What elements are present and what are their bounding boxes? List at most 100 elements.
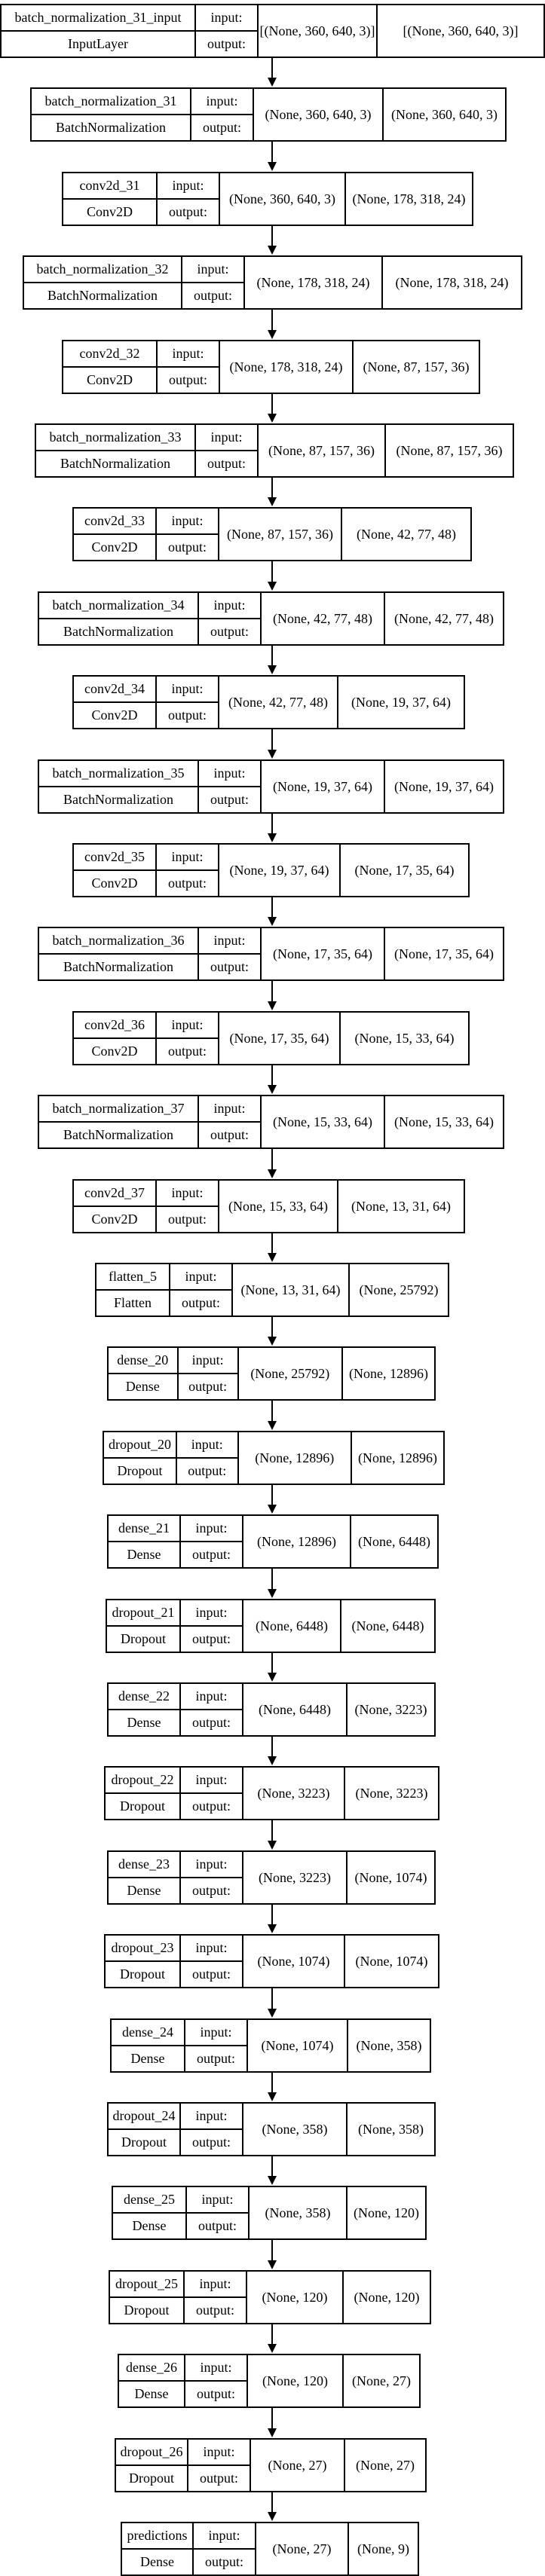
layer-title-cell: batch_normalization_34 BatchNormalizatio… [39,593,199,644]
layer-node-dropout_20: dropout_20 Dropout input: output: (None,… [103,1431,445,1485]
layer-type: BatchNormalization [39,1121,197,1147]
layer-name: dropout_21 [112,1605,175,1620]
input-shape: (None, 25792) [239,1348,344,1399]
layer-title-cell: dropout_23 Dropout [106,1936,181,1987]
output-label: output: [191,114,253,140]
input-shape: (None, 15, 33, 64) [219,1181,338,1232]
layer-node-conv2d_34: conv2d_34 Conv2D input: output: (None, 4… [72,675,465,729]
input-label: input: [195,1605,228,1620]
edge-arrowhead [268,330,277,339]
input-label: input: [171,849,204,864]
layer-node-batch_normalization_37: batch_normalization_37 BatchNormalizatio… [38,1095,504,1149]
layer-type: BatchNormalization [39,786,197,812]
output-shape: (None, 15, 33, 64) [354,1030,455,1046]
input-label: input: [201,2192,234,2207]
layer-node-dense_23: dense_23 Dense input: output: (None, 322… [107,1850,436,1905]
edge-arrowhead [268,833,277,842]
io-label-cell: input: output: [177,1432,239,1484]
layer-type: Dropout [109,2128,179,2155]
input-label: input: [210,429,243,445]
input-shape: (None, 120) [248,2355,344,2406]
input-shape: (None, 42, 77, 48) [262,593,385,644]
edge-arrowhead [268,1421,277,1430]
layer-node-dropout_24: dropout_24 Dropout input: output: (None,… [107,2102,436,2156]
input-label: input: [195,1940,228,1955]
layer-name: conv2d_33 [84,513,145,528]
output-label: output: [199,1121,260,1147]
input-shape: (None, 178, 318, 24) [245,257,383,308]
edge-arrowhead [268,2344,277,2353]
output-shape: (None, 360, 640, 3) [391,106,498,122]
io-label-cell: input: output: [158,341,220,393]
input-shape: (None, 13, 31, 64) [233,1264,350,1316]
layer-title-cell: dropout_21 Dropout [107,1600,181,1652]
io-label-cell: input: output: [191,89,254,140]
input-label: input: [203,2444,235,2459]
layer-type: Dense [113,2212,185,2238]
output-shape: (None, 120) [354,2205,419,2220]
output-shape: (None, 13, 31, 64) [351,1198,451,1214]
input-label: input: [200,2024,232,2040]
input-shape: (None, 27) [256,2523,349,2574]
layer-title-cell: dense_20 Dense [109,1348,179,1399]
input-label: input: [171,513,204,528]
input-label: input: [195,1856,228,1872]
layer-type: BatchNormalization [39,953,197,979]
layer-title-cell: dense_25 Dense [113,2187,187,2238]
layer-title-cell: batch_normalization_36 BatchNormalizatio… [39,928,199,979]
output-label: output: [185,2296,246,2323]
output-label: output: [199,953,260,979]
input-label: input: [195,1520,228,1536]
layer-title-cell: batch_normalization_35 BatchNormalizatio… [39,761,199,812]
input-shape: (None, 360, 640, 3) [220,173,346,225]
layer-node-dense_20: dense_20 Dense input: output: (None, 257… [107,1346,436,1401]
io-label-cell: input: output: [182,257,245,308]
output-shape: (None, 9) [357,2541,409,2556]
io-label-cell: input: output: [199,1096,262,1147]
edge-arrowhead [268,1673,277,1682]
layer-title-cell: dense_22 Dense [109,1684,181,1735]
layer-type: Dense [109,1373,177,1399]
io-label-cell: input: output: [181,1852,243,1903]
layer-title-cell: dense_24 Dense [112,2020,185,2071]
input-shape: (None, 3223) [243,1852,348,1903]
input-label: input: [200,2360,232,2375]
input-shape: [(None, 360, 640, 3)] [259,5,378,57]
layer-title-cell: dropout_26 Dropout [116,2440,188,2491]
io-label-cell: input: output: [199,593,262,644]
io-label-cell: input: output: [187,2187,250,2238]
output-label: output: [199,618,260,644]
layer-title-cell: conv2d_35 Conv2D [74,845,157,896]
output-label: output: [196,450,257,476]
layer-node-conv2d_36: conv2d_36 Conv2D input: output: (None, 1… [72,1011,470,1065]
layer-name: dropout_20 [109,1437,171,1452]
layer-name: dropout_22 [111,1772,174,1787]
layer-node-dense_22: dense_22 Dense input: output: (None, 644… [107,1682,436,1737]
layer-node-batch_normalization_34: batch_normalization_34 BatchNormalizatio… [38,591,504,646]
output-label: output: [178,1373,237,1399]
io-label-cell: input: output: [181,1600,243,1652]
input-shape: (None, 6448) [243,1684,348,1735]
io-label-cell: input: output: [181,1936,243,1987]
output-label: output: [157,1037,218,1064]
output-shape: (None, 3223) [354,1701,427,1717]
input-shape: (None, 1074) [248,2020,348,2071]
input-shape: (None, 1074) [243,1936,345,1987]
edge-arrowhead [268,665,277,674]
layer-name: batch_normalization_31_input [14,10,182,25]
output-shape: [(None, 360, 640, 3)] [403,23,519,38]
output-shape: (None, 42, 77, 48) [394,610,494,626]
edge-arrowhead [268,1253,277,1262]
layer-node-batch_normalization_35: batch_normalization_35 BatchNormalizatio… [38,759,504,814]
input-shape: (None, 358) [243,2104,348,2155]
layer-name: predictions [127,2528,188,2543]
output-label: output: [185,2045,246,2071]
edge-arrowhead [268,1924,277,1933]
layer-node-conv2d_37: conv2d_37 Conv2D input: output: (None, 1… [72,1179,465,1233]
io-label-cell: input: output: [158,173,220,225]
input-shape: (None, 12896) [239,1432,353,1484]
layer-type: Dense [109,1541,179,1567]
io-label-cell: input: output: [199,928,262,979]
layer-name: batch_normalization_31 [44,93,177,108]
